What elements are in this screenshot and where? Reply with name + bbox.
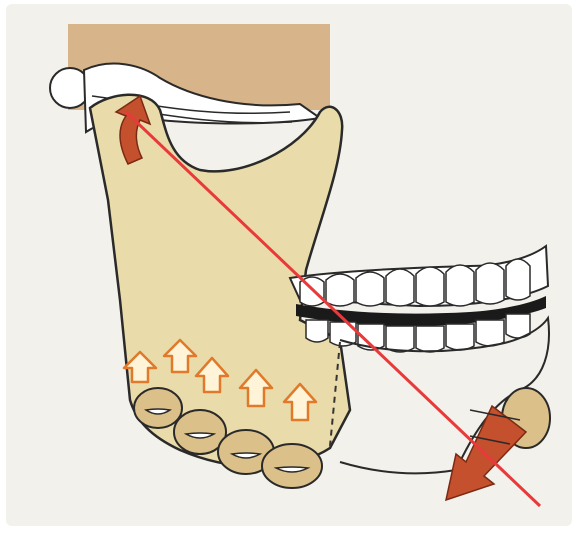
lower-tooth [416, 326, 444, 352]
upper-tooth [356, 272, 384, 306]
lower-tooth [446, 324, 474, 350]
upper-tooth [506, 259, 530, 300]
upper-tooth [326, 274, 354, 306]
upper-tooth [386, 269, 414, 306]
lower-tooth [386, 326, 414, 352]
muscle-bundle [134, 388, 182, 428]
muscle-bundle [262, 444, 322, 488]
upper-tooth [476, 263, 504, 304]
lower-tooth [476, 320, 504, 346]
upper-tooth [416, 267, 444, 306]
lower-tooth [306, 320, 328, 342]
upper-tooth [446, 265, 474, 306]
